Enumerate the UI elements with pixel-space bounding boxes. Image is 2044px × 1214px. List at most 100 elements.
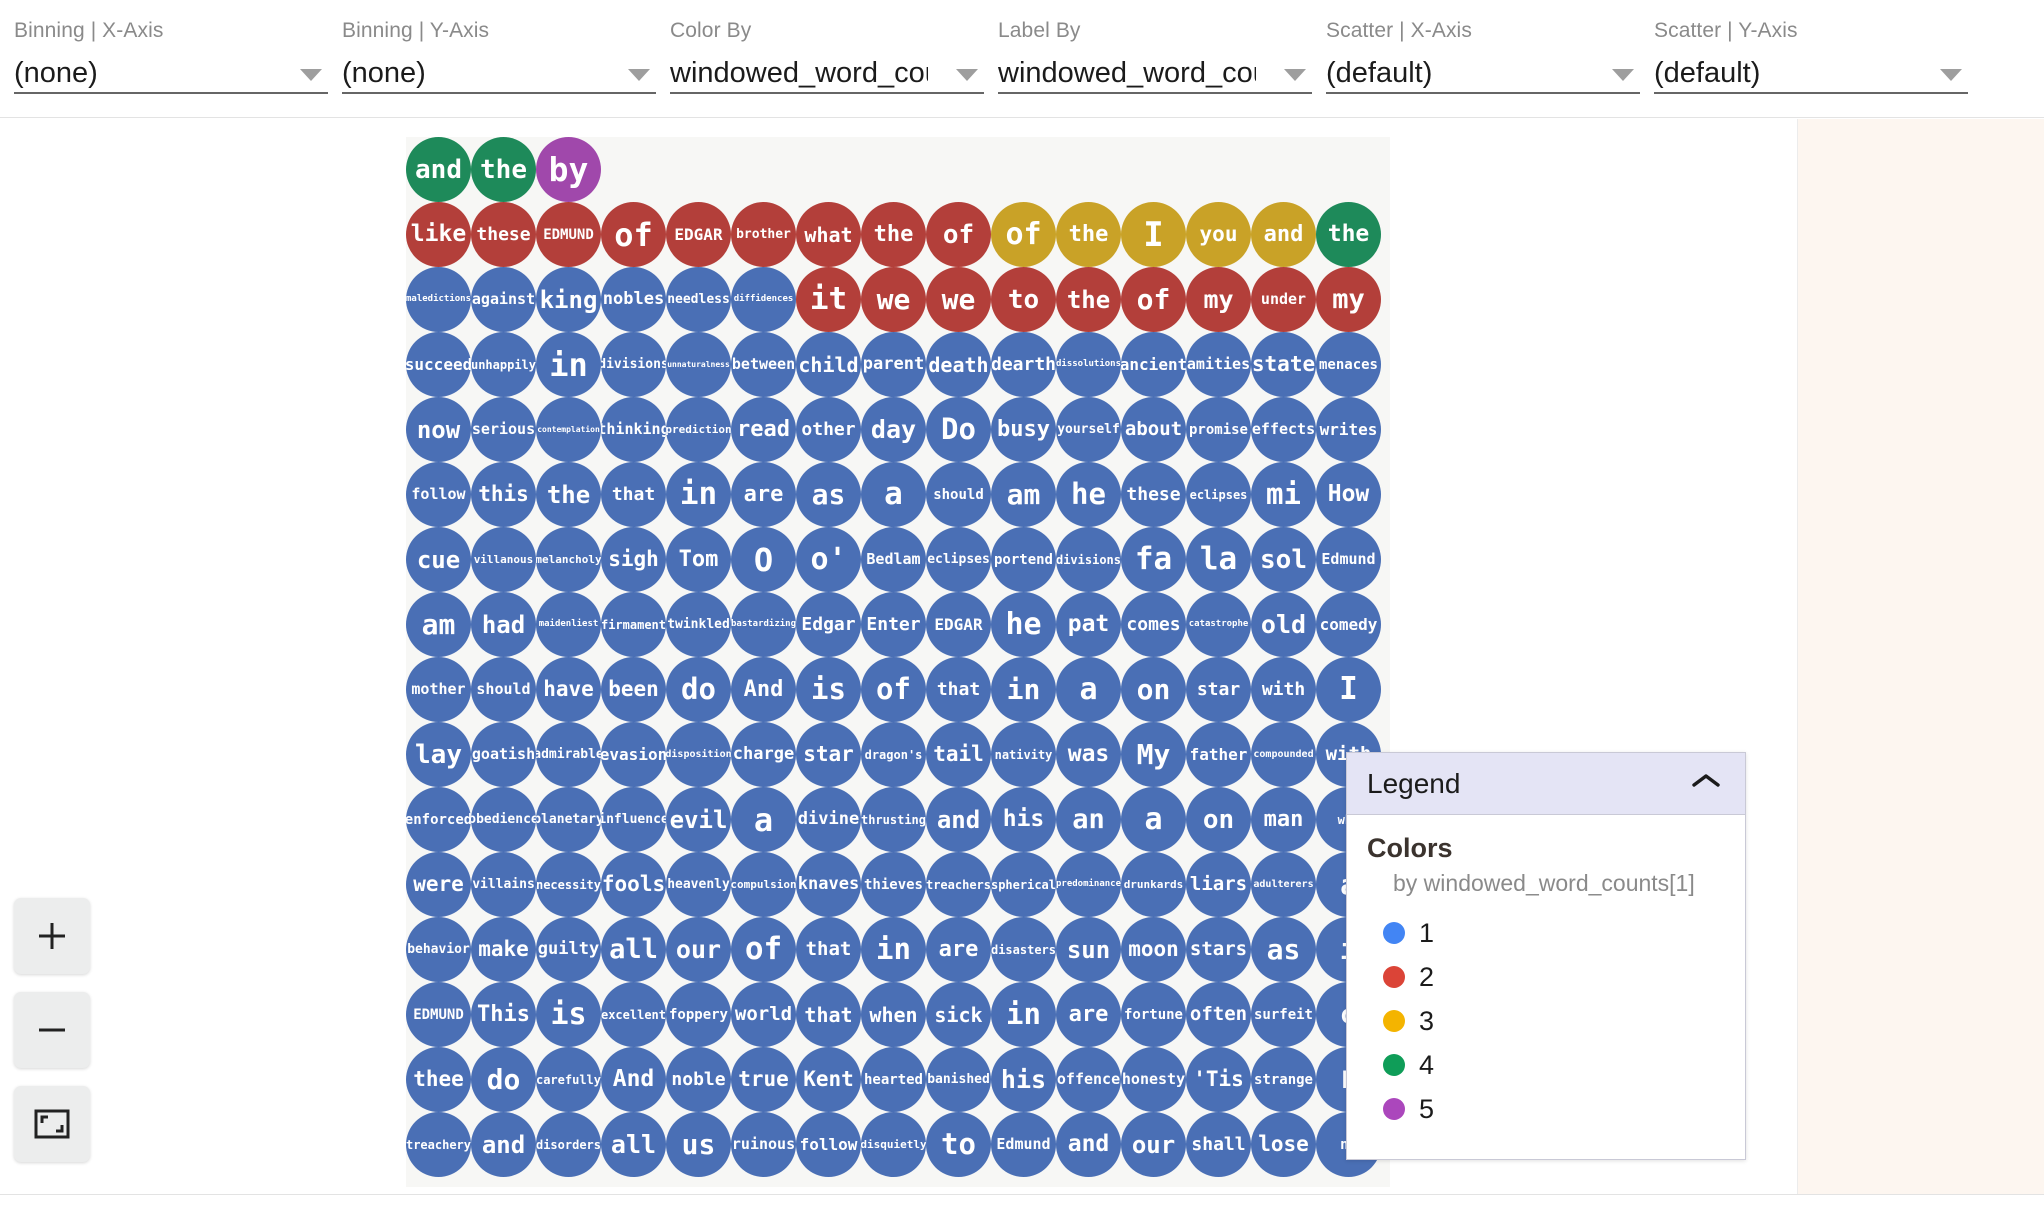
bubble-point[interactable]: should (471, 657, 536, 722)
bubble-point[interactable]: do (471, 1047, 536, 1112)
bubble-point[interactable]: behavior (406, 917, 471, 982)
bubble-point[interactable]: sun (1056, 917, 1121, 982)
bubble-point[interactable]: nativity (991, 722, 1056, 787)
bubble-point[interactable]: disquietly (861, 1112, 926, 1177)
bubble-point[interactable]: is (796, 657, 861, 722)
bubble-point[interactable]: with (1251, 657, 1316, 722)
bubble-point[interactable]: thieves (861, 852, 926, 917)
bubble-point[interactable]: Bedlam (861, 527, 926, 592)
bubble-point[interactable]: noble (666, 1047, 731, 1112)
bubble-point[interactable]: state (1251, 332, 1316, 397)
bubble-point[interactable]: carefully (536, 1047, 601, 1112)
bubble-point[interactable]: in (991, 982, 1056, 1047)
bubble-point[interactable]: you (1186, 202, 1251, 267)
bubble-point[interactable]: often (1186, 982, 1251, 1047)
bubble-point[interactable]: all (601, 1112, 666, 1177)
binning-x-axis-control[interactable]: (none) (14, 52, 328, 94)
bubble-point[interactable]: fools (601, 852, 666, 917)
bubble-point[interactable]: Kent (796, 1047, 861, 1112)
bubble-point[interactable]: the (861, 202, 926, 267)
bubble-point[interactable]: twinkled (666, 592, 731, 657)
bubble-point[interactable]: of (861, 657, 926, 722)
bubble-point[interactable]: liars (1186, 852, 1251, 917)
bubble-point[interactable]: And (601, 1047, 666, 1112)
bubble-point[interactable]: my (1316, 267, 1381, 332)
bubble-point[interactable]: and (406, 137, 471, 202)
bubble-point[interactable]: 'Tis (1186, 1047, 1251, 1112)
bubble-point[interactable]: on (1121, 657, 1186, 722)
bubble-point[interactable]: on (1186, 787, 1251, 852)
bubble-point[interactable]: between (731, 332, 796, 397)
bubble-point[interactable]: as (1251, 917, 1316, 982)
fit-to-screen-button[interactable] (14, 1086, 90, 1162)
bubble-point[interactable]: in (861, 917, 926, 982)
bubble-point[interactable]: was (1056, 722, 1121, 787)
bubble-point[interactable]: I (1121, 202, 1186, 267)
bubble-point[interactable]: brother (731, 202, 796, 267)
bubble-point[interactable]: nobles (601, 267, 666, 332)
bubble-point[interactable]: have (536, 657, 601, 722)
bubble-point[interactable]: thrusting (861, 787, 926, 852)
bubble-point[interactable]: eclipses (926, 527, 991, 592)
bubble-point[interactable]: by (536, 137, 601, 202)
bubble-point[interactable]: his (991, 787, 1056, 852)
bubble-point[interactable]: this (471, 462, 536, 527)
bubble-point[interactable]: yourself (1056, 397, 1121, 462)
bubble-point[interactable]: writes (1316, 397, 1381, 462)
bubble-point[interactable]: he (991, 592, 1056, 657)
bubble-point[interactable]: should (926, 462, 991, 527)
bubble-point[interactable]: our (666, 917, 731, 982)
bubble-point[interactable]: Tom (666, 527, 731, 592)
bubble-point[interactable]: needless (666, 267, 731, 332)
bubble-point[interactable]: unhappily (471, 332, 536, 397)
bubble-point[interactable]: sol (1251, 527, 1316, 592)
bubble-point[interactable]: knaves (796, 852, 861, 917)
bubble-point[interactable]: pat (1056, 592, 1121, 657)
bubble-point[interactable]: villains (471, 852, 536, 917)
bubble-point[interactable]: Enter (861, 592, 926, 657)
bubble-point[interactable]: star (796, 722, 861, 787)
bubble-point[interactable]: menaces (1316, 332, 1381, 397)
bubble-point[interactable]: child (796, 332, 861, 397)
bubble-point[interactable]: world (731, 982, 796, 1047)
bubble-point[interactable]: hearted (861, 1047, 926, 1112)
label-by-select[interactable]: Label By windowed_word_counts[1] (998, 18, 1312, 94)
bubble-point[interactable]: and (1251, 202, 1316, 267)
scatter-y-axis-select[interactable]: Scatter | Y-Axis (default) (1654, 18, 1968, 94)
zoom-in-button[interactable] (14, 898, 90, 974)
bubble-point[interactable]: catastrophe (1186, 592, 1251, 657)
bubble-point[interactable]: guilty (536, 917, 601, 982)
bubble-point[interactable]: la (1186, 527, 1251, 592)
bubble-point[interactable]: dissolutions (1056, 332, 1121, 397)
bubble-point[interactable]: day (861, 397, 926, 462)
bubble-point[interactable]: banished (926, 1047, 991, 1112)
binning-y-axis-select[interactable]: Binning | Y-Axis (none) (342, 18, 656, 94)
bubble-point[interactable]: fa (1121, 527, 1186, 592)
bubble-point[interactable]: shall (1186, 1112, 1251, 1177)
bubble-point[interactable]: it (796, 267, 861, 332)
bubble-point[interactable]: effects (1251, 397, 1316, 462)
bubble-point[interactable]: like (406, 202, 471, 267)
bubble-point[interactable]: thinking (601, 397, 666, 462)
bubble-point[interactable]: compulsion (731, 852, 796, 917)
legend-header[interactable]: Legend (1347, 753, 1745, 815)
bubble-point[interactable]: a (1121, 787, 1186, 852)
bubble-point[interactable]: we (926, 267, 991, 332)
bubble-point[interactable]: cue (406, 527, 471, 592)
bubble-point[interactable]: And (731, 657, 796, 722)
bubble-point[interactable]: dearth (991, 332, 1056, 397)
bubble-point[interactable]: a (731, 787, 796, 852)
bubble-point[interactable]: divine (796, 787, 861, 852)
bubble-point[interactable]: a (1056, 657, 1121, 722)
bubble-point[interactable]: Edgar (796, 592, 861, 657)
bubble-point[interactable]: our (1121, 1112, 1186, 1177)
bubble-point[interactable]: that (926, 657, 991, 722)
bubble-point[interactable]: unnaturalness (666, 332, 731, 397)
bubble-point[interactable]: EDMUND (536, 202, 601, 267)
bubble-point[interactable]: charge (731, 722, 796, 787)
bubble-point[interactable]: compounded (1251, 722, 1316, 787)
bubble-point[interactable]: surfeit (1251, 982, 1316, 1047)
bubble-point[interactable]: o' (796, 527, 861, 592)
bubble-point[interactable]: am (406, 592, 471, 657)
bubble-point[interactable]: follow (796, 1112, 861, 1177)
